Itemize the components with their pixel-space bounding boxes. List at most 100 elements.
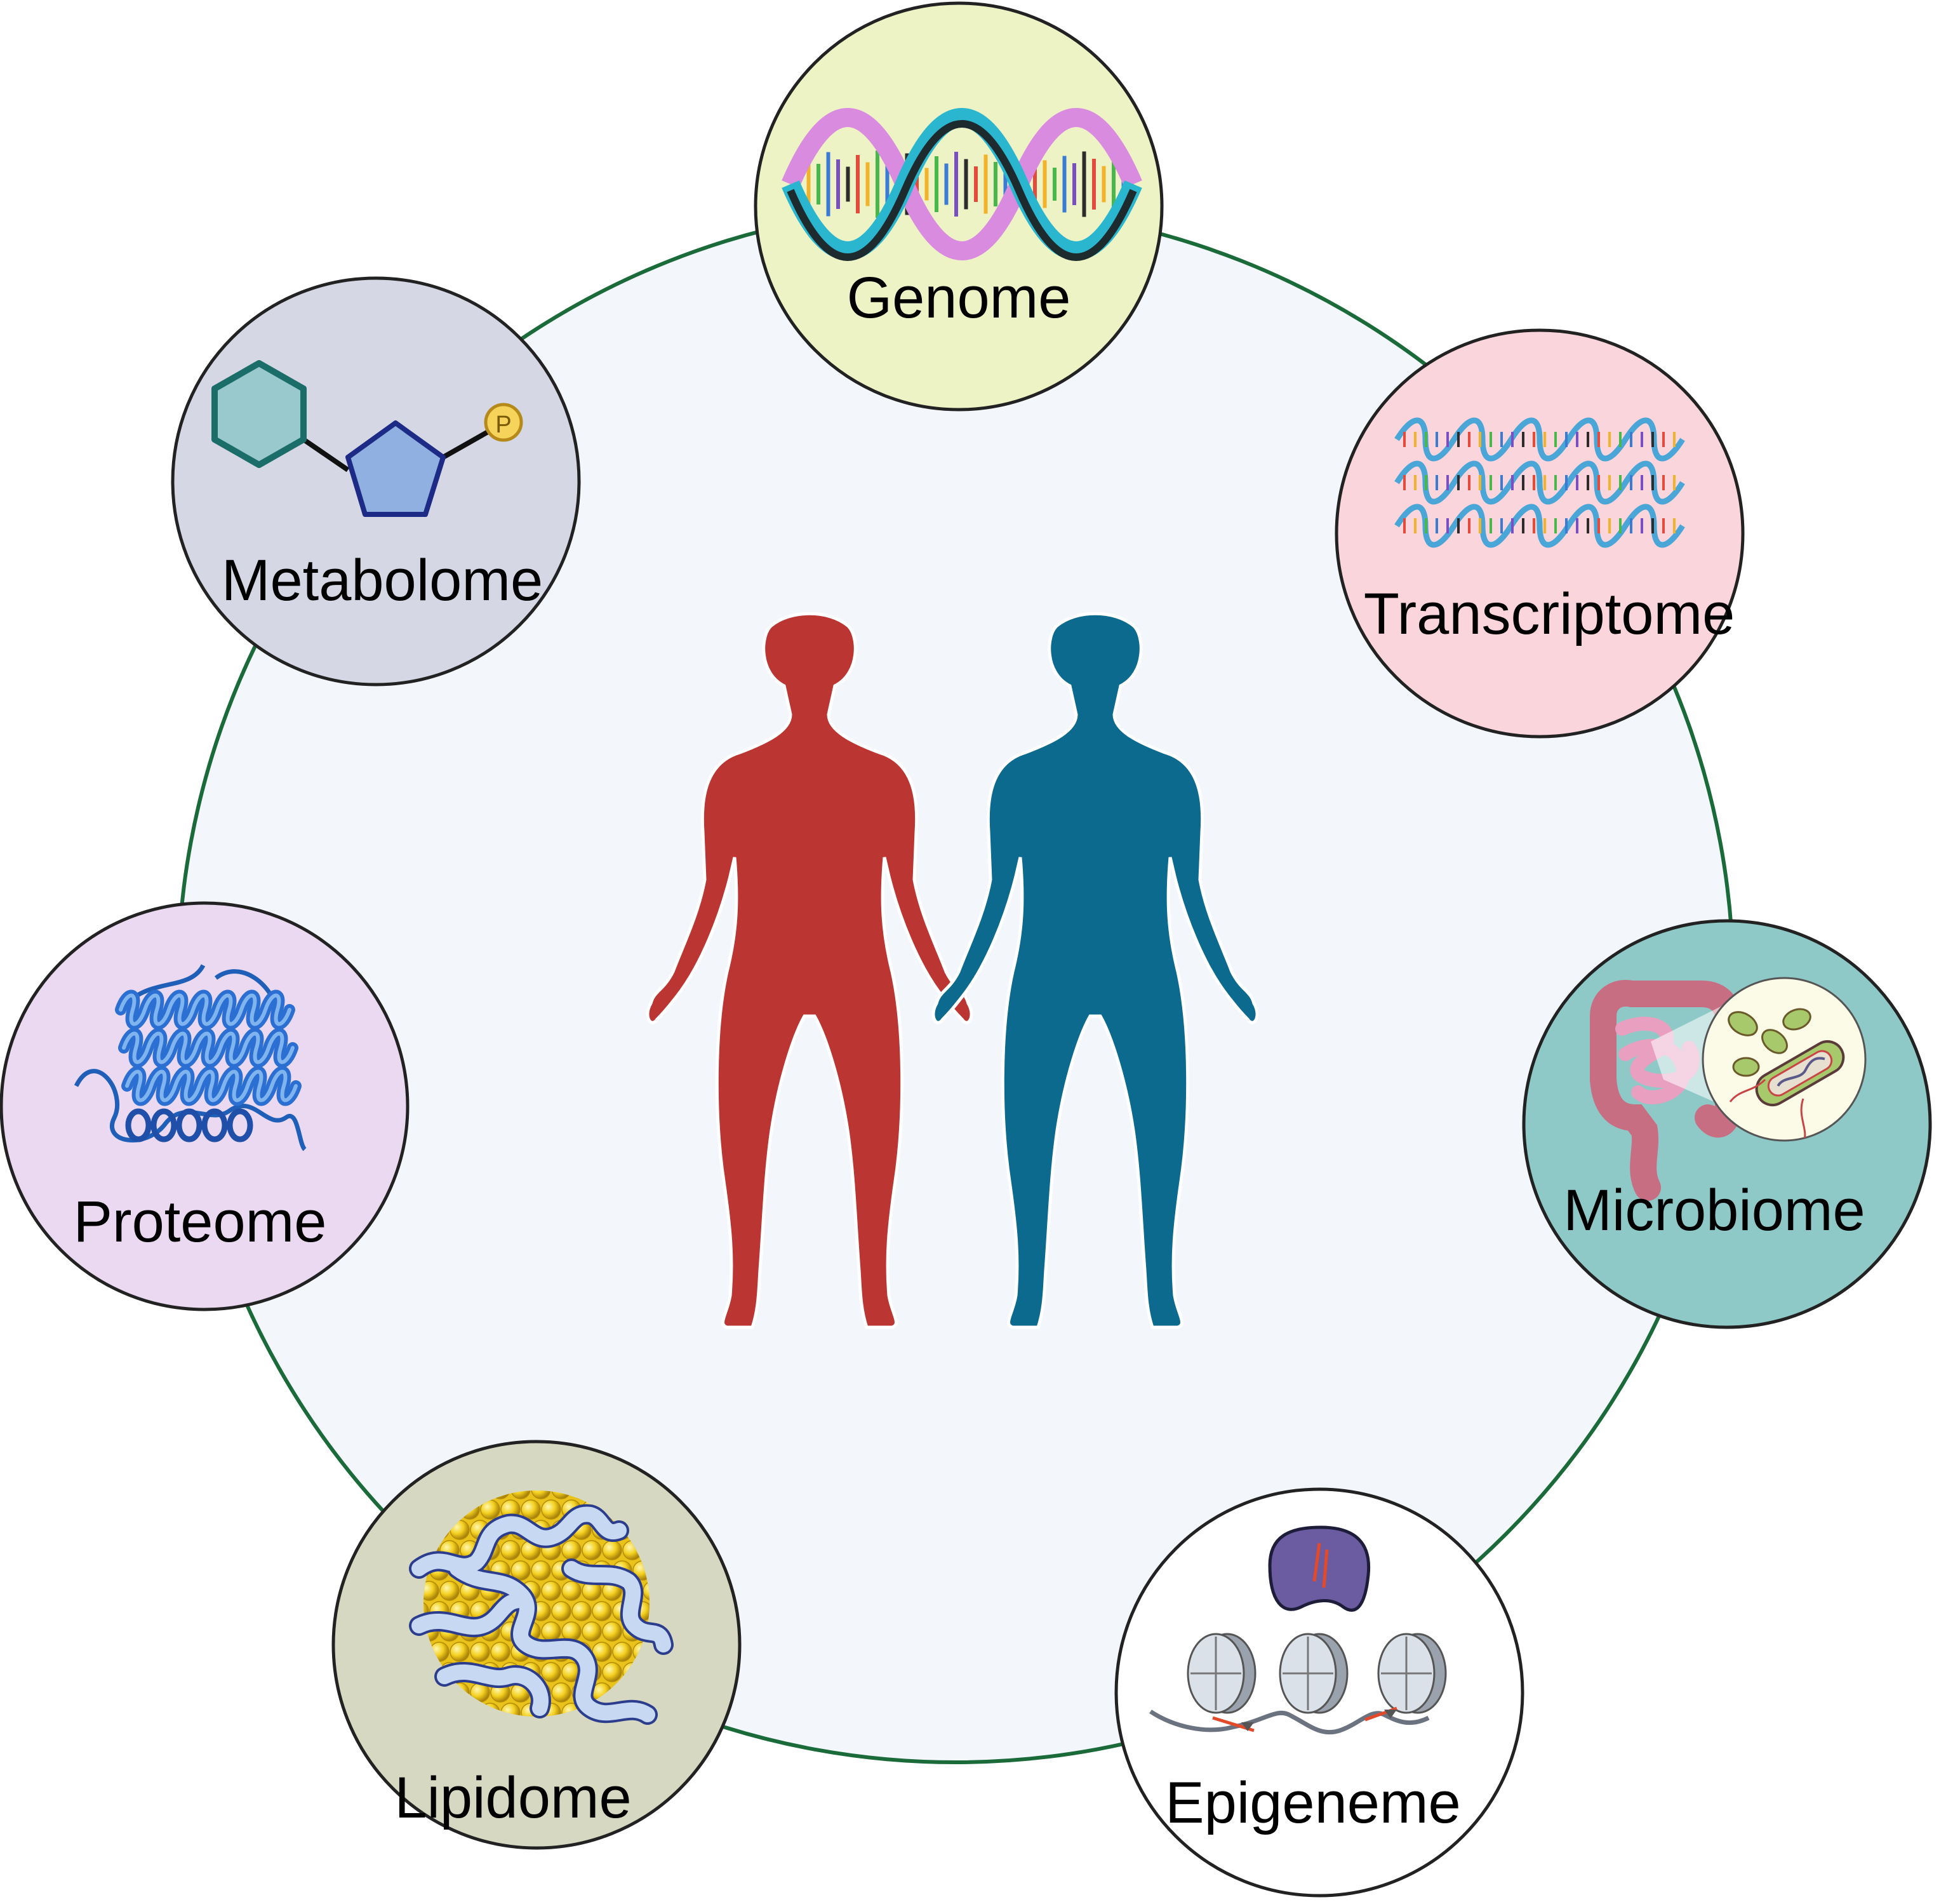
rna-base xyxy=(1403,475,1406,490)
rna-base xyxy=(1565,475,1568,490)
rna-base xyxy=(1619,475,1622,490)
rna-base xyxy=(1522,518,1524,533)
dna-base-pair xyxy=(826,152,830,217)
omics-transcriptome: Transcriptome xyxy=(1335,328,1745,739)
lipid-particle xyxy=(602,1621,622,1642)
rna-base xyxy=(1608,518,1611,533)
dna-base-pair xyxy=(1092,159,1096,210)
dna-base-pair xyxy=(865,162,870,206)
rna-base xyxy=(1651,518,1654,533)
rna-base xyxy=(1543,432,1546,447)
female-figure xyxy=(646,612,973,1329)
lipid-particle xyxy=(490,1642,510,1662)
rna-base xyxy=(1468,518,1470,533)
rna-base xyxy=(1651,432,1654,447)
dna-base-pair xyxy=(876,151,879,218)
rna-base xyxy=(1457,518,1460,533)
dna-base-pair xyxy=(944,163,949,205)
dna-base-pair xyxy=(806,156,811,212)
rna-base xyxy=(1500,432,1503,447)
rna-strand xyxy=(1394,460,1685,505)
rna-base xyxy=(1608,432,1611,447)
rna-base xyxy=(1522,475,1524,490)
rna-base xyxy=(1533,432,1535,447)
omics-microbiome: Microbiome xyxy=(1522,919,1932,1329)
rna-base xyxy=(1414,518,1417,533)
rna-base xyxy=(1479,432,1481,447)
lipid-particle xyxy=(541,1662,561,1682)
rna-strand xyxy=(1394,417,1685,462)
lipid-particle xyxy=(582,1621,602,1642)
rna-base xyxy=(1500,518,1503,533)
rna-base xyxy=(1673,475,1676,490)
rna-base xyxy=(1565,432,1568,447)
lipid-particle xyxy=(561,1581,582,1601)
dna-base-pair xyxy=(836,159,840,209)
rna-base xyxy=(1479,518,1481,533)
alpha-helix-highlight xyxy=(119,993,291,1026)
helix-coil xyxy=(227,1108,253,1142)
lipid-particle xyxy=(582,1540,602,1560)
omics-lipidome: Lipidome xyxy=(331,1440,742,1850)
lipid-particle xyxy=(510,1490,531,1499)
helix-coil xyxy=(201,1108,228,1142)
rna-base xyxy=(1587,518,1589,533)
dna-base-pair xyxy=(1003,150,1008,218)
lipid-particle xyxy=(561,1540,582,1560)
rna-base xyxy=(1597,518,1600,533)
nucleosome-icon xyxy=(1149,1525,1447,1735)
rna-base xyxy=(1597,432,1600,447)
rna-base xyxy=(1457,432,1460,447)
male-figure xyxy=(931,612,1259,1329)
dna-base-pair xyxy=(1112,154,1116,214)
human-figures xyxy=(646,612,1259,1329)
rna-base xyxy=(1425,475,1427,490)
dna-base-pair xyxy=(856,155,860,213)
lipid-particle xyxy=(551,1601,571,1621)
rna-base xyxy=(1554,475,1557,490)
dna-base-pair xyxy=(924,168,929,201)
dna-base-pair xyxy=(1062,156,1067,213)
rna-strands-icon xyxy=(1394,417,1685,548)
rna-base xyxy=(1619,432,1622,447)
metabolome-label: Metabolome xyxy=(222,548,543,613)
lipid-particle xyxy=(571,1601,592,1621)
rna-base xyxy=(1468,432,1470,447)
lipid-particle xyxy=(602,1662,622,1682)
rna-base xyxy=(1490,475,1492,490)
rna-base xyxy=(1490,432,1492,447)
dna-base-pair xyxy=(983,154,988,214)
rna-base xyxy=(1436,475,1438,490)
rna-base xyxy=(1662,432,1665,447)
omics-proteome: Proteome xyxy=(0,901,410,1311)
lipid-particle xyxy=(531,1490,551,1499)
dna-base-pair xyxy=(817,164,820,204)
rna-base xyxy=(1490,518,1492,533)
dna-base-pair xyxy=(1033,153,1037,215)
rna-base xyxy=(1446,518,1449,533)
epigeneme-label: Epigeneme xyxy=(1165,1771,1460,1835)
protein-ribbon-icon xyxy=(74,964,307,1151)
alpha-helix-highlight xyxy=(125,1069,298,1102)
omics-metabolome: P Metabolome xyxy=(171,276,581,686)
lipid-particle xyxy=(541,1581,561,1601)
dna-base-pair xyxy=(954,152,958,217)
lipid-particle xyxy=(450,1642,470,1662)
transcriptome-label: Transcriptome xyxy=(1364,582,1735,646)
intestine-bacteria-icon xyxy=(1590,977,1867,1201)
rna-base xyxy=(1425,432,1427,447)
lipid-particle xyxy=(541,1499,561,1520)
rna-base xyxy=(1576,432,1578,447)
dna-base-pair xyxy=(885,157,890,211)
lipid-particle xyxy=(500,1540,521,1560)
rna-base xyxy=(1543,475,1546,490)
rna-base xyxy=(1522,432,1524,447)
lipid-particle xyxy=(439,1581,460,1601)
rna-base xyxy=(1565,518,1568,533)
dna-base-pair xyxy=(974,166,978,202)
rna-base xyxy=(1543,518,1546,533)
dna-base-pair xyxy=(1102,166,1106,203)
lipid-particle xyxy=(602,1540,622,1560)
rna-base xyxy=(1446,475,1449,490)
